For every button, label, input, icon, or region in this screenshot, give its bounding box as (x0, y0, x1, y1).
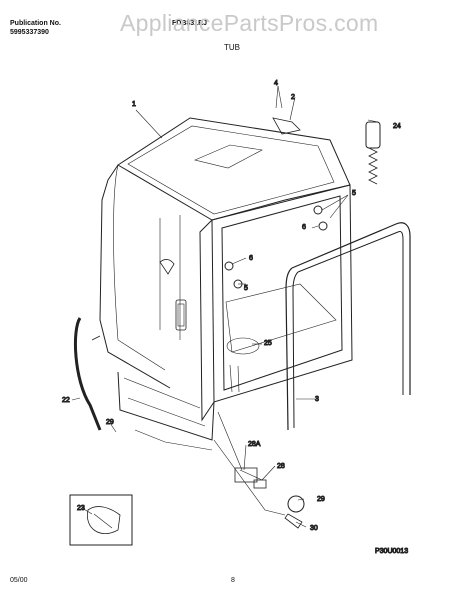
callout-6-upper: 6 (302, 224, 306, 231)
callout-3: 3 (315, 396, 319, 403)
callout-28: 28 (277, 463, 285, 470)
part-28a (234, 467, 258, 483)
inlet-slot (177, 303, 185, 327)
inlet-bracket (175, 299, 187, 331)
publication-label: Publication No. (10, 20, 61, 27)
part-29-cap (287, 495, 305, 513)
callout-22: 22 (62, 397, 70, 404)
model-number: FDB831RJ (172, 20, 208, 27)
rack-rail-inner (297, 231, 404, 395)
rack-rail-left-inner (292, 271, 299, 429)
footer-date: 05/00 (10, 577, 28, 584)
callout-4: 4 (274, 80, 278, 87)
part-30 (284, 513, 303, 529)
publication-number: 5995337390 (10, 29, 49, 36)
clip-6-upper (318, 221, 328, 231)
rack-rail-outer (291, 222, 411, 395)
callout-2: 2 (291, 94, 295, 101)
callout-1: 1 (132, 101, 136, 108)
diagram-code: P30U0013 (375, 548, 408, 555)
callout-25: 25 (264, 340, 272, 347)
callout-5-upper: 5 (352, 190, 356, 197)
section-title: TUB (224, 43, 240, 52)
footer-page: 8 (231, 577, 235, 584)
rack-rail-left (285, 267, 293, 431)
top-bracket (272, 117, 301, 135)
callout-24: 24 (393, 123, 401, 130)
callout-29-left: 29 (106, 419, 114, 426)
clip-6-lower (224, 261, 234, 271)
watermark: AppliancePartsPros.com (120, 10, 379, 36)
part-28 (253, 479, 267, 489)
inset-box-23 (69, 494, 133, 546)
callout-5-lower: 5 (244, 285, 248, 292)
callout-6-lower: 6 (249, 255, 253, 262)
callout-29-right: 29 (317, 496, 325, 503)
callout-28a: 28A (248, 441, 261, 448)
callout-23: 23 (77, 505, 85, 512)
gasket-22 (73, 317, 102, 431)
tub-body (99, 117, 353, 451)
hose-part (365, 121, 381, 185)
clip-5-upper (313, 205, 323, 215)
bracket-left (159, 259, 175, 275)
callout-30: 30 (310, 525, 318, 532)
